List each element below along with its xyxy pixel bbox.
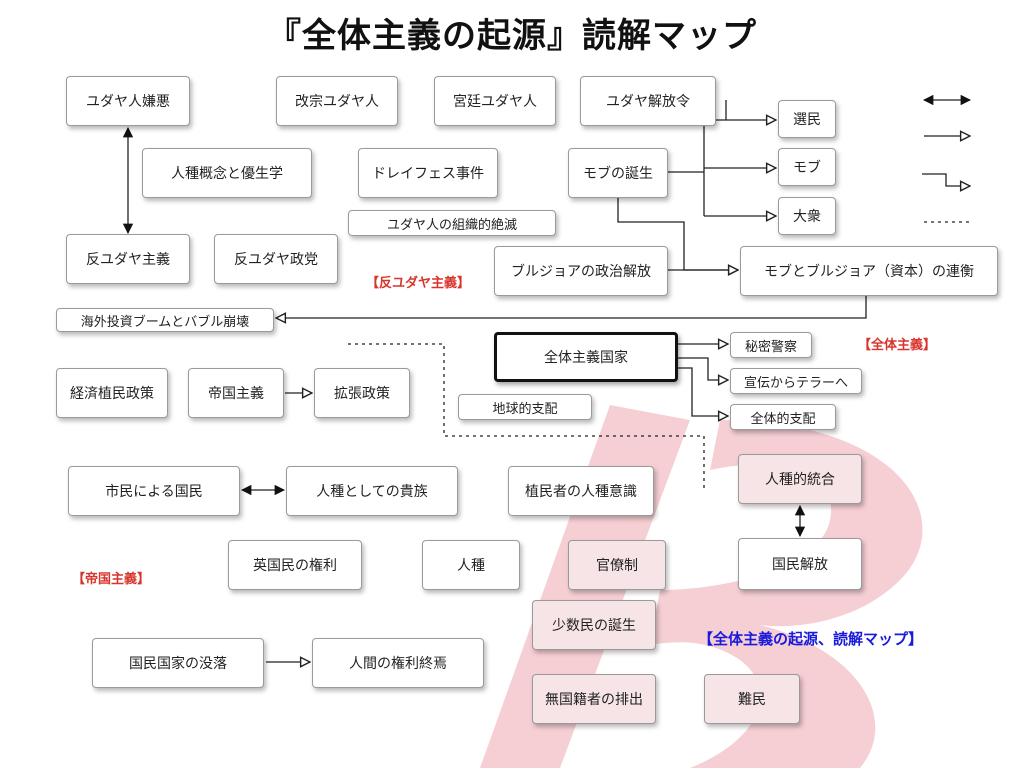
node-overseas-boom[interactable]: 海外投資ブームとバブル崩壊 (56, 308, 274, 332)
node-race-aristocracy[interactable]: 人種としての貴族 (286, 466, 458, 516)
node-antisemitic-party[interactable]: 反ユダヤ政党 (214, 234, 338, 284)
node-bureaucracy[interactable]: 官僚制 (568, 540, 666, 590)
node-stateless-exclusion[interactable]: 無国籍者の排出 (532, 674, 656, 724)
node-total-domination[interactable]: 全体的支配 (730, 404, 836, 430)
node-bourgeois-emancipation[interactable]: ブルジョアの政治解放 (494, 246, 668, 296)
node-racial-integration[interactable]: 人種的統合 (738, 454, 862, 504)
node-british-rights[interactable]: 英国民の権利 (228, 540, 362, 590)
node-dreyfus[interactable]: ドレイフェス事件 (358, 148, 498, 198)
tag-imperialism: 【帝国主義】 (72, 572, 151, 587)
node-propaganda-terror[interactable]: 宣伝からテラーへ (730, 368, 862, 394)
node-end-of-human-rights[interactable]: 人間の権利終焉 (312, 638, 484, 688)
node-masses[interactable]: 大衆 (778, 197, 836, 235)
node-national-liberation[interactable]: 国民解放 (738, 538, 862, 590)
node-race-eugenics[interactable]: 人種概念と優生学 (142, 148, 312, 198)
tag-totalitarianism: 【全体主義】 (858, 338, 937, 353)
node-secret-police[interactable]: 秘密警察 (730, 332, 812, 358)
node-chosen[interactable]: 選民 (778, 100, 836, 138)
node-jew-emancipation[interactable]: ユダヤ解放令 (580, 76, 716, 126)
node-antisemitism[interactable]: 反ユダヤ主義 (66, 234, 190, 284)
node-citizen-nation[interactable]: 市民による国民 (68, 466, 240, 516)
node-totalitarian-state[interactable]: 全体主義国家 (494, 332, 678, 382)
node-refugees[interactable]: 難民 (704, 674, 800, 724)
node-mob-bourgeois-alliance[interactable]: モブとブルジョア（資本）の連衡 (740, 246, 998, 296)
node-organized-extermination[interactable]: ユダヤ人の組織的絶滅 (348, 210, 556, 236)
node-minority-birth[interactable]: 少数民の誕生 (532, 600, 656, 650)
node-colonist-race[interactable]: 植民者の人種意識 (508, 466, 654, 516)
node-nation-state-decline[interactable]: 国民国家の没落 (92, 638, 264, 688)
node-jew-hatred[interactable]: ユダヤ人嫌悪 (66, 76, 190, 126)
node-mob-birth[interactable]: モブの誕生 (568, 148, 668, 198)
node-mob[interactable]: モブ (778, 148, 836, 186)
node-economic-colonial[interactable]: 経済植民政策 (56, 368, 168, 418)
node-expansion[interactable]: 拡張政策 (314, 368, 410, 418)
tag-antisemitism: 【反ユダヤ主義】 (366, 276, 471, 291)
node-imperialism[interactable]: 帝国主義 (188, 368, 284, 418)
tag-map-caption: 【全体主義の起源、読解マップ】 (698, 630, 924, 648)
node-court-jews[interactable]: 宮廷ユダヤ人 (434, 76, 556, 126)
node-global-domination[interactable]: 地球的支配 (458, 394, 592, 420)
page-title: 『全体主義の起源』読解マップ (267, 16, 757, 56)
node-race[interactable]: 人種 (422, 540, 520, 590)
node-converted-jews[interactable]: 改宗ユダヤ人 (276, 76, 398, 126)
